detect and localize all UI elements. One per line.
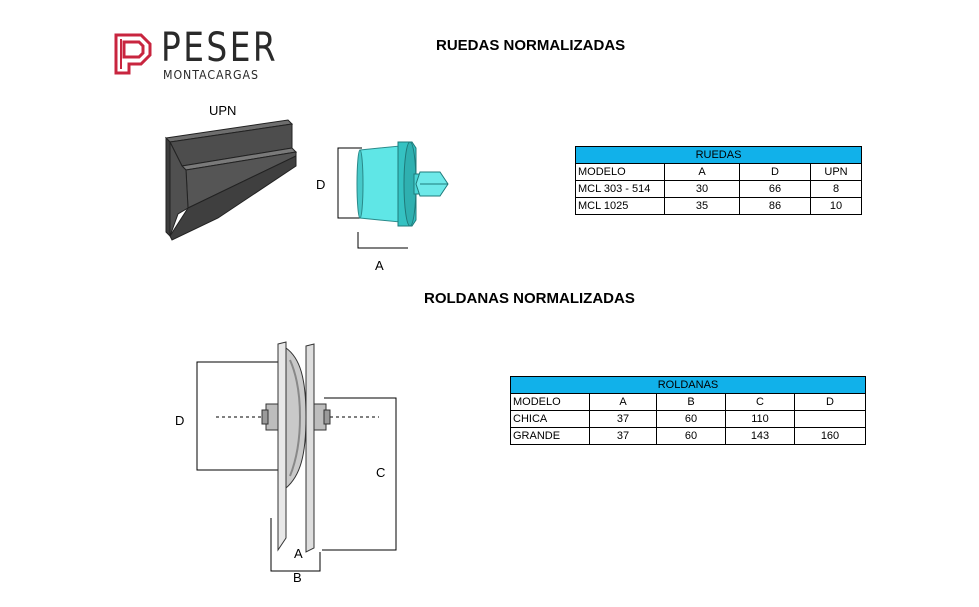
table-cell: MCL 1025 — [575, 197, 665, 215]
ruedas-table: RUEDAS MODELO A D UPN MCL 303 - 514 30 6… — [575, 146, 862, 215]
roldana-dim-c-label: C — [376, 465, 386, 480]
peser-logo-icon — [113, 33, 153, 75]
column-header: A — [589, 393, 657, 411]
column-header: A — [664, 163, 740, 181]
table-cell: 37 — [589, 410, 657, 428]
table-cell: 60 — [656, 410, 726, 428]
table-cell: GRANDE — [510, 427, 590, 445]
table-cell: 37 — [589, 427, 657, 445]
column-header: D — [794, 393, 866, 411]
table-cell: MCL 303 - 514 — [575, 180, 665, 198]
table-cell: CHICA — [510, 410, 590, 428]
roldana-dim-b-label: B — [293, 570, 302, 585]
table-header-row: MODELO A D UPN — [575, 163, 862, 181]
rueda-dim-a-label: A — [375, 258, 384, 273]
table-row: MCL 303 - 514 30 66 8 — [575, 180, 862, 198]
rueda-wheel-drawing — [336, 138, 456, 258]
ruedas-title: RUEDAS NORMALIZADAS — [436, 37, 626, 54]
column-header: C — [725, 393, 795, 411]
table-cell: 86 — [739, 197, 811, 215]
table-cell: 66 — [739, 180, 811, 198]
roldana-dim-a-label: A — [294, 546, 303, 561]
column-header: MODELO — [510, 393, 590, 411]
roldanas-table-title: ROLDANAS — [510, 376, 866, 394]
table-cell: 143 — [725, 427, 795, 445]
table-cell: 30 — [664, 180, 740, 198]
table-row: CHICA 37 60 110 — [510, 410, 866, 428]
column-header: UPN — [810, 163, 862, 181]
roldana-pulley-drawing — [194, 338, 404, 578]
table-header-row: MODELO A B C D — [510, 393, 866, 411]
column-header: B — [656, 393, 726, 411]
table-cell: 160 — [794, 427, 866, 445]
rueda-dim-d-label: D — [316, 177, 326, 192]
roldanas-title: ROLDANAS NORMALIZADAS — [424, 290, 635, 307]
table-cell: 110 — [725, 410, 795, 428]
table-cell: 35 — [664, 197, 740, 215]
brand-subtitle: MONTACARGAS — [163, 68, 259, 82]
table-cell: 10 — [810, 197, 862, 215]
column-header: D — [739, 163, 811, 181]
table-cell — [794, 410, 866, 428]
table-row: GRANDE 37 60 143 160 — [510, 427, 866, 445]
table-row: MCL 1025 35 86 10 — [575, 197, 862, 215]
column-header: MODELO — [575, 163, 665, 181]
upn-label: UPN — [209, 103, 237, 118]
brand-name: PESER — [161, 25, 279, 71]
table-cell: 60 — [656, 427, 726, 445]
upn-beam-drawing — [158, 118, 298, 248]
roldanas-table: ROLDANAS MODELO A B C D CHICA 37 60 110 … — [510, 376, 866, 445]
roldana-dim-d-label: D — [175, 413, 185, 428]
table-cell: 8 — [810, 180, 862, 198]
ruedas-table-title: RUEDAS — [575, 146, 862, 164]
